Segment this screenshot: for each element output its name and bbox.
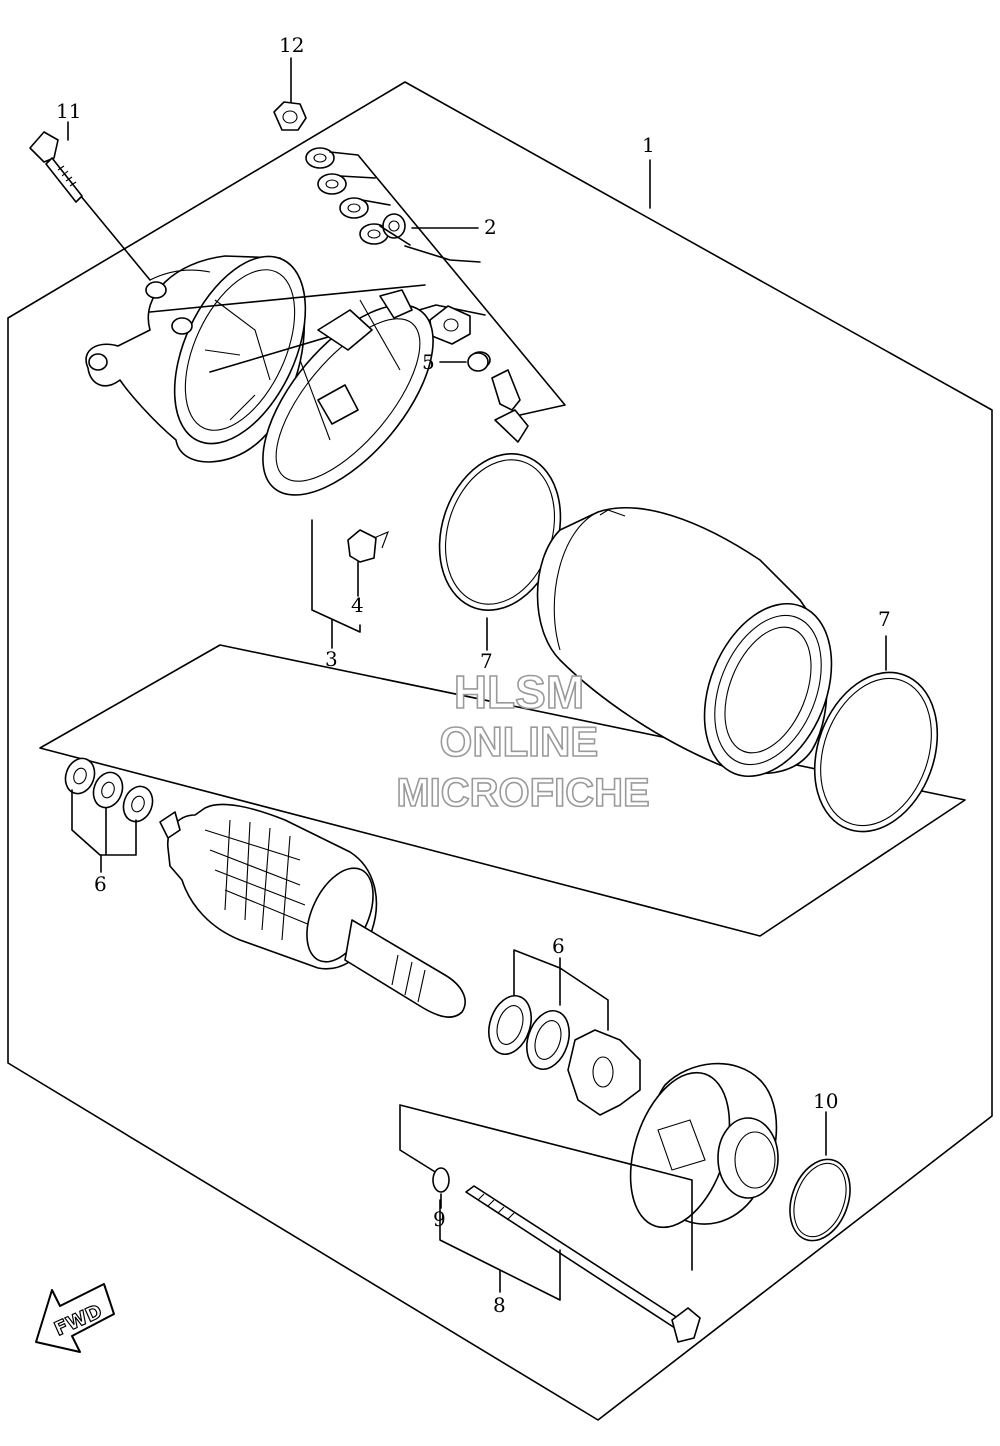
callout-7b: 7 [878, 607, 891, 631]
callout-9: 9 [433, 1207, 446, 1231]
yoke-motor-case [536, 506, 833, 778]
washer-set-part-2 [305, 147, 406, 245]
nut-part-12 [273, 101, 307, 131]
callout-12: 12 [279, 33, 304, 57]
rear-housing [85, 255, 307, 463]
bolt-part-11 [29, 131, 83, 203]
callout-4: 4 [351, 593, 364, 617]
terminal-assembly [429, 305, 529, 443]
armature-group-boundary [39, 644, 966, 937]
callout-5: 5 [422, 350, 435, 374]
lock-plate [567, 1029, 641, 1116]
watermark-line-2: ONLINE [440, 718, 599, 765]
callout-2: 2 [484, 215, 497, 239]
brush-holder-bracket [311, 519, 361, 633]
brush-holder-part-3 [262, 289, 434, 496]
callout-6a: 6 [94, 872, 107, 896]
washer-left-bracket [71, 789, 137, 856]
o-ring-part-7b [813, 671, 939, 833]
housing-leader-2 [209, 304, 486, 373]
front-cover-bracket [399, 1104, 693, 1271]
callout-1: 1 [642, 133, 655, 157]
washer-group-bracket [329, 151, 566, 416]
callout-3: 3 [325, 647, 338, 671]
housing-leader-1 [149, 284, 426, 313]
callout-8: 8 [493, 1293, 506, 1317]
washer-part-9 [432, 1167, 450, 1193]
assembly-boundary [7, 81, 993, 1421]
washer-set-part-6-left [64, 757, 154, 823]
washer-set-part-6-right [488, 995, 570, 1070]
callout-7a: 7 [480, 649, 493, 673]
part-9-8-bracket [439, 1199, 561, 1301]
brush-spring-part-4 [347, 529, 389, 563]
callout-6b: 6 [552, 934, 565, 958]
callout-10: 10 [813, 1089, 838, 1113]
o-ring-part-10 [789, 1158, 851, 1242]
watermark-line-3: MICROFICHE [396, 771, 649, 815]
bolt-11-leader [79, 194, 151, 281]
front-cover [629, 1062, 779, 1229]
callout-11: 11 [56, 99, 81, 123]
watermark-line-1: HLSM [454, 666, 584, 718]
o-ring-part-5 [467, 352, 489, 372]
armature [159, 803, 466, 1018]
through-bolt-part-8 [465, 1185, 701, 1343]
fwd-direction-arrow: FWD [35, 1283, 115, 1353]
